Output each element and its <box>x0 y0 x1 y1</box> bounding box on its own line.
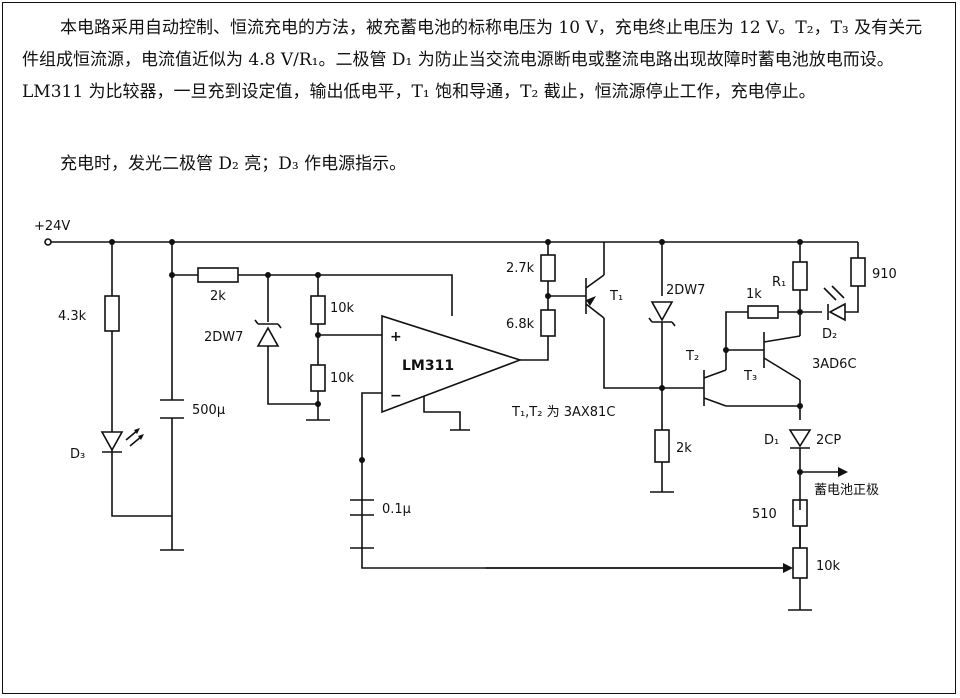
label-zener-2: 2DW7 <box>666 283 705 298</box>
label-lm311: LM311 <box>402 358 454 374</box>
label-t3-type: 3AD6C <box>812 357 857 372</box>
label-r-510: 510 <box>752 507 777 522</box>
label-opamp-plus: + <box>390 329 402 345</box>
junctions <box>109 239 803 475</box>
label-d1-type: 2CP <box>816 433 841 448</box>
label-r1: R₁ <box>772 275 786 290</box>
label-battery: 蓄电池正极 <box>814 483 879 498</box>
resistor-2k-bottom <box>654 429 670 463</box>
battery-arrow <box>838 467 848 477</box>
transistor-t3 <box>763 332 801 381</box>
zener-diode-1 <box>254 319 282 347</box>
label-d3: D₃ <box>70 447 85 462</box>
pot-wiper-arrow <box>783 563 793 573</box>
label-t2: T₂ <box>685 349 699 364</box>
capacitor-500u <box>160 399 184 419</box>
label-c-500u: 500μ <box>192 403 225 418</box>
label-c-0-1u: 0.1μ <box>382 502 411 517</box>
label-opamp-minus: − <box>390 388 402 404</box>
label-r-910: 910 <box>872 267 897 282</box>
transistor-t1 <box>578 274 605 319</box>
ground-symbols <box>160 419 812 611</box>
resistor-4-3k <box>104 295 120 332</box>
wiring <box>50 241 859 610</box>
lm311-comparator <box>381 314 523 414</box>
resistor-910 <box>850 257 866 287</box>
label-r-6-8k: 6.8k <box>506 317 535 332</box>
label-r-10k-b: 10k <box>330 371 355 386</box>
led-d2 <box>823 285 846 322</box>
resistor-1k <box>747 305 779 319</box>
label-r-10k-a: 10k <box>330 301 355 316</box>
label-r-2k-bottom: 2k <box>676 441 692 456</box>
supply-terminal <box>44 238 52 246</box>
label-r-1k: 1k <box>746 287 762 302</box>
label-pot-10k: 10k <box>816 559 841 574</box>
diode-d1 <box>788 429 812 449</box>
resistor-10k-a <box>310 295 326 325</box>
resistor-2k-top <box>197 267 239 283</box>
resistor-10k-b <box>310 364 326 392</box>
label-r-4-3k: 4.3k <box>58 309 87 324</box>
label-r-2-7k: 2.7k <box>506 261 535 276</box>
capacitor-0-1u <box>350 499 374 516</box>
label-zener-1: 2DW7 <box>204 330 243 345</box>
resistors <box>104 254 866 579</box>
resistor-2-7k <box>540 254 556 282</box>
label-d1: D₁ <box>764 433 779 448</box>
transistor-t2 <box>703 369 727 407</box>
resistor-r1 <box>792 261 808 291</box>
description-paragraph-1: 本电路采用自动控制、恒流充电的方法，被充蓄电池的标称电压为 10 V，充电终止电… <box>22 18 923 102</box>
label-transistor-note: T₁,T₂ 为 3AX81C <box>511 405 615 420</box>
description-paragraph-2: 充电时，发光二极管 D₂ 亮；D₃ 作电源指示。 <box>60 154 407 174</box>
label-supply: +24V <box>34 219 70 234</box>
potentiometer-10k <box>792 547 808 579</box>
zener-diode-2 <box>648 301 676 327</box>
label-d2: D₂ <box>822 327 837 342</box>
label-t3: T₃ <box>743 369 757 384</box>
label-t1: T₁ <box>609 289 623 304</box>
label-r-2k-top: 2k <box>210 289 226 304</box>
resistor-6-8k <box>540 309 556 337</box>
led-d3 <box>100 428 144 460</box>
